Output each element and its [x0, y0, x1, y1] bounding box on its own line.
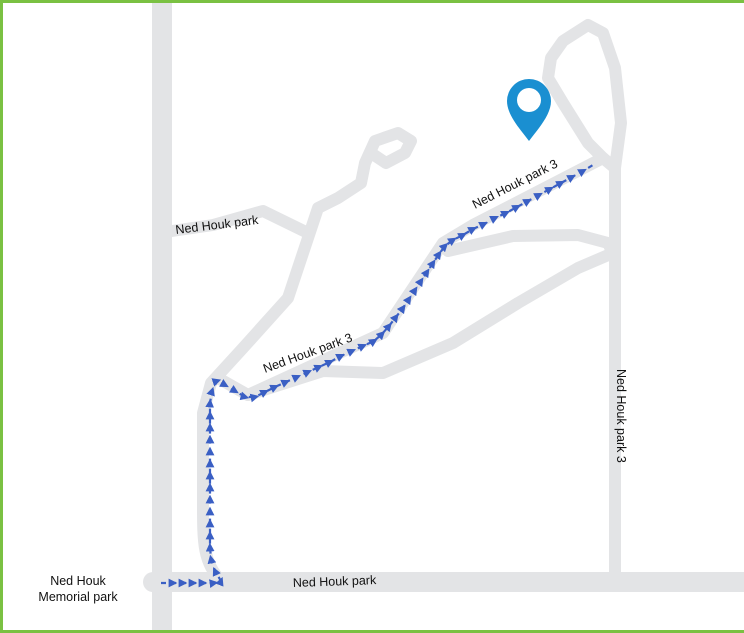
memorial-park-label: Ned Houk Memorial park	[23, 573, 133, 605]
middle-connector-road	[442, 229, 621, 264]
map-pin-icon[interactable]	[507, 79, 551, 141]
memorial-park-label-line2: Memorial park	[38, 590, 118, 604]
memorial-park-label-line1: Ned Houk	[50, 574, 106, 588]
right-road-label: Ned Houk park 3	[614, 369, 628, 463]
right-vertical-road	[542, 19, 627, 587]
map-roads-layer: Ned Houk park Ned Houk park 3 Ned Houk p…	[143, 3, 744, 630]
bottom-road-label: Ned Houk park	[293, 573, 378, 590]
upper-left-road-label: Ned Houk park	[175, 213, 260, 237]
route-path	[161, 164, 594, 588]
